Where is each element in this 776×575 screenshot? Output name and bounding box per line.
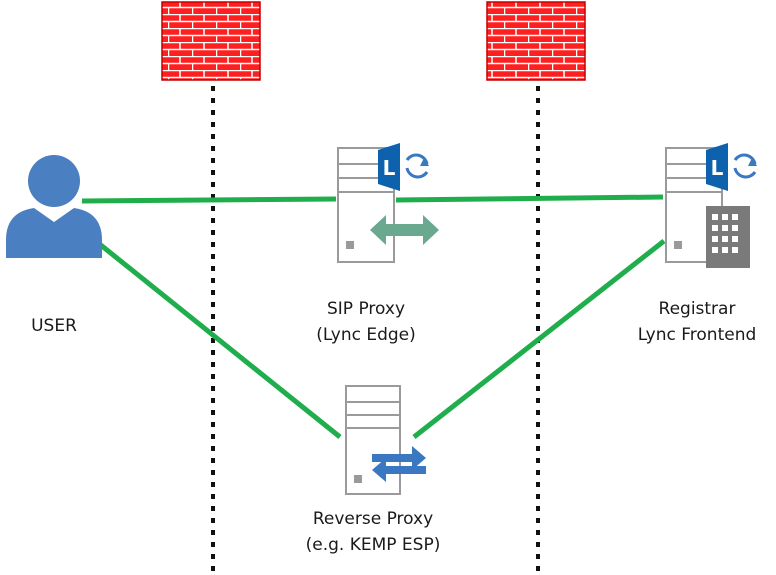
registrar-label: Registrar Lync Frontend [622,296,772,348]
sip-proxy-label-line1: SIP Proxy [326,299,406,319]
sip-proxy-label-line2: (Lync Edge) [316,325,416,345]
link-user-to-sip-proxy [81,196,337,204]
user-label: USER [31,316,77,336]
exchange-arrows-icon [372,446,426,482]
sip-proxy-server: L [337,143,439,263]
link-user-to-reverse-proxy [80,228,342,439]
server-icon [345,385,401,495]
registrar-label-line1: Registrar [658,299,736,319]
double-arrow-icon [370,215,439,245]
reverse-proxy-label: Reverse Proxy (e.g. KEMP ESP) [288,506,458,558]
svg-text:L: L [383,156,396,180]
building-icon [706,206,750,268]
link-sip-proxy-to-registrar [395,194,664,203]
firewall-icon [161,1,261,81]
firewall-left [161,1,261,81]
user-icon [6,155,102,258]
reverse-proxy-label-line2: (e.g. KEMP ESP) [305,535,441,555]
lync-logo-icon: L [378,143,429,191]
link-reverse-proxy-to-registrar [412,239,666,439]
firewall-icon [486,1,586,81]
svg-text:L: L [711,156,724,180]
reverse-proxy-server [345,385,426,495]
registrar-server: L [665,143,757,268]
lync-logo-icon: L [706,143,757,191]
firewall-right [486,1,586,81]
registrar-label-line2: Lync Frontend [637,325,757,345]
sip-proxy-label: SIP Proxy (Lync Edge) [296,296,436,348]
reverse-proxy-label-line1: Reverse Proxy [312,509,434,529]
